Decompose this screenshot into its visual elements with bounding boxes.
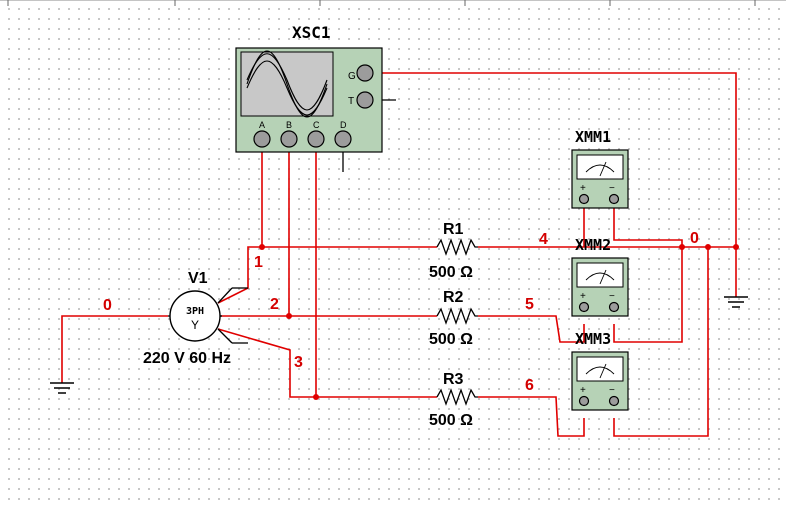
sine-wave-icon bbox=[246, 50, 328, 118]
wire-scope-g bbox=[372, 72, 737, 247]
gauge-needle-icon bbox=[585, 269, 615, 285]
source-symbol-bottom: Y bbox=[191, 318, 199, 332]
resistor-r2-label: R2 bbox=[443, 289, 464, 306]
top-ruler bbox=[0, 0, 786, 6]
resistor-r1-value: 500 Ω bbox=[429, 264, 473, 281]
multimeter-xmm1-label: XMM1 bbox=[575, 128, 611, 146]
scope-label-d: D bbox=[340, 120, 347, 130]
resistor-r3-value: 500 Ω bbox=[429, 412, 473, 429]
scope-label-g: G bbox=[348, 71, 356, 82]
source-label: V1 bbox=[188, 270, 208, 287]
resistor-r2-value: 500 Ω bbox=[429, 331, 473, 348]
resistor-r3-label: R3 bbox=[443, 371, 464, 388]
multimeter-xmm1[interactable]: XMM1 + − bbox=[571, 128, 629, 209]
multimeter-xmm1-plus-label: + bbox=[580, 183, 586, 194]
junctions bbox=[259, 244, 739, 400]
net-label-1: 1 bbox=[254, 254, 263, 271]
multimeter-xmm1-minus-label: − bbox=[609, 183, 615, 194]
net-label-3: 3 bbox=[294, 354, 303, 371]
multimeter-xmm1-plus-terminal[interactable] bbox=[578, 193, 590, 205]
resistor-r2[interactable]: R2 500 Ω bbox=[429, 289, 478, 348]
multimeter-xmm3-plus-terminal[interactable] bbox=[578, 395, 590, 407]
ground-symbol-right[interactable] bbox=[724, 296, 748, 308]
wires bbox=[61, 72, 737, 437]
net-label-6: 6 bbox=[525, 377, 534, 394]
multimeter-xmm2-plus-terminal[interactable] bbox=[578, 301, 590, 313]
net-labels: 1 2 3 4 5 6 0 0 bbox=[103, 230, 699, 394]
oscilloscope-label: XSC1 bbox=[292, 23, 331, 42]
net-label-ground-left: 0 bbox=[103, 297, 112, 314]
multimeter-xmm2[interactable]: + − XMM2 bbox=[571, 236, 629, 317]
scope-label-a: A bbox=[259, 120, 265, 130]
source-symbol-top: 3PH bbox=[186, 306, 204, 317]
multimeter-xmm2-minus-label: − bbox=[609, 291, 615, 302]
wire-xmm1-minus bbox=[613, 200, 683, 247]
multimeter-xmm3-minus-label: − bbox=[609, 385, 615, 396]
multimeter-xmm3-label: XMM3 bbox=[575, 330, 611, 348]
multimeter-xmm2-label: XMM2 bbox=[575, 236, 611, 254]
wire-xmm3-minus bbox=[613, 247, 709, 437]
oscilloscope-xsc1[interactable]: XSC1 G T A B C D bbox=[235, 23, 383, 153]
net-label-5: 5 bbox=[525, 296, 534, 313]
three-phase-source-v1[interactable]: V1 3PH Y 220 V 60 Hz bbox=[143, 270, 248, 367]
multimeter-xmm3[interactable]: + − XMM3 bbox=[571, 330, 629, 411]
resistor-r2-zigzag bbox=[436, 307, 478, 325]
net-label-2: 2 bbox=[270, 296, 279, 313]
source-rating: 220 V 60 Hz bbox=[143, 350, 231, 367]
ground-symbol-left[interactable] bbox=[50, 382, 74, 394]
wire-phase-1 bbox=[217, 246, 437, 304]
wire-xmm2-minus bbox=[613, 247, 683, 343]
multimeter-xmm1-minus-terminal[interactable] bbox=[608, 193, 620, 205]
multimeter-xmm3-minus-terminal[interactable] bbox=[608, 395, 620, 407]
scope-terminal-c[interactable] bbox=[307, 130, 325, 148]
wire-net-5 bbox=[478, 315, 585, 343]
resistor-r1-zigzag bbox=[436, 238, 478, 256]
scope-terminal-a[interactable] bbox=[253, 130, 271, 148]
scope-terminal-b[interactable] bbox=[280, 130, 298, 148]
gauge-needle-icon bbox=[585, 363, 615, 379]
multimeter-xmm2-plus-label: + bbox=[580, 291, 586, 302]
resistor-r3[interactable]: R3 500 Ω bbox=[429, 371, 478, 429]
source-circle bbox=[169, 290, 221, 342]
gauge-needle-icon bbox=[585, 161, 615, 177]
net-label-4: 4 bbox=[539, 231, 548, 248]
net-label-ground-right: 0 bbox=[690, 230, 699, 247]
resistor-r3-zigzag bbox=[436, 388, 478, 406]
resistor-r1[interactable]: R1 500 Ω bbox=[429, 221, 478, 281]
wire-net-6 bbox=[478, 396, 585, 437]
scope-terminal-d[interactable] bbox=[334, 130, 352, 148]
scope-label-b: B bbox=[286, 120, 292, 130]
wire-phase-3 bbox=[217, 328, 437, 398]
multimeter-xmm3-plus-label: + bbox=[580, 385, 586, 396]
scope-label-t: T bbox=[348, 96, 354, 107]
resistor-r1-label: R1 bbox=[443, 221, 464, 238]
scope-terminal-g[interactable] bbox=[356, 64, 374, 82]
scope-terminal-t[interactable] bbox=[356, 91, 374, 109]
wire-ground-left bbox=[61, 315, 168, 383]
multimeter-xmm2-minus-terminal[interactable] bbox=[608, 301, 620, 313]
scope-label-c: C bbox=[313, 120, 320, 130]
